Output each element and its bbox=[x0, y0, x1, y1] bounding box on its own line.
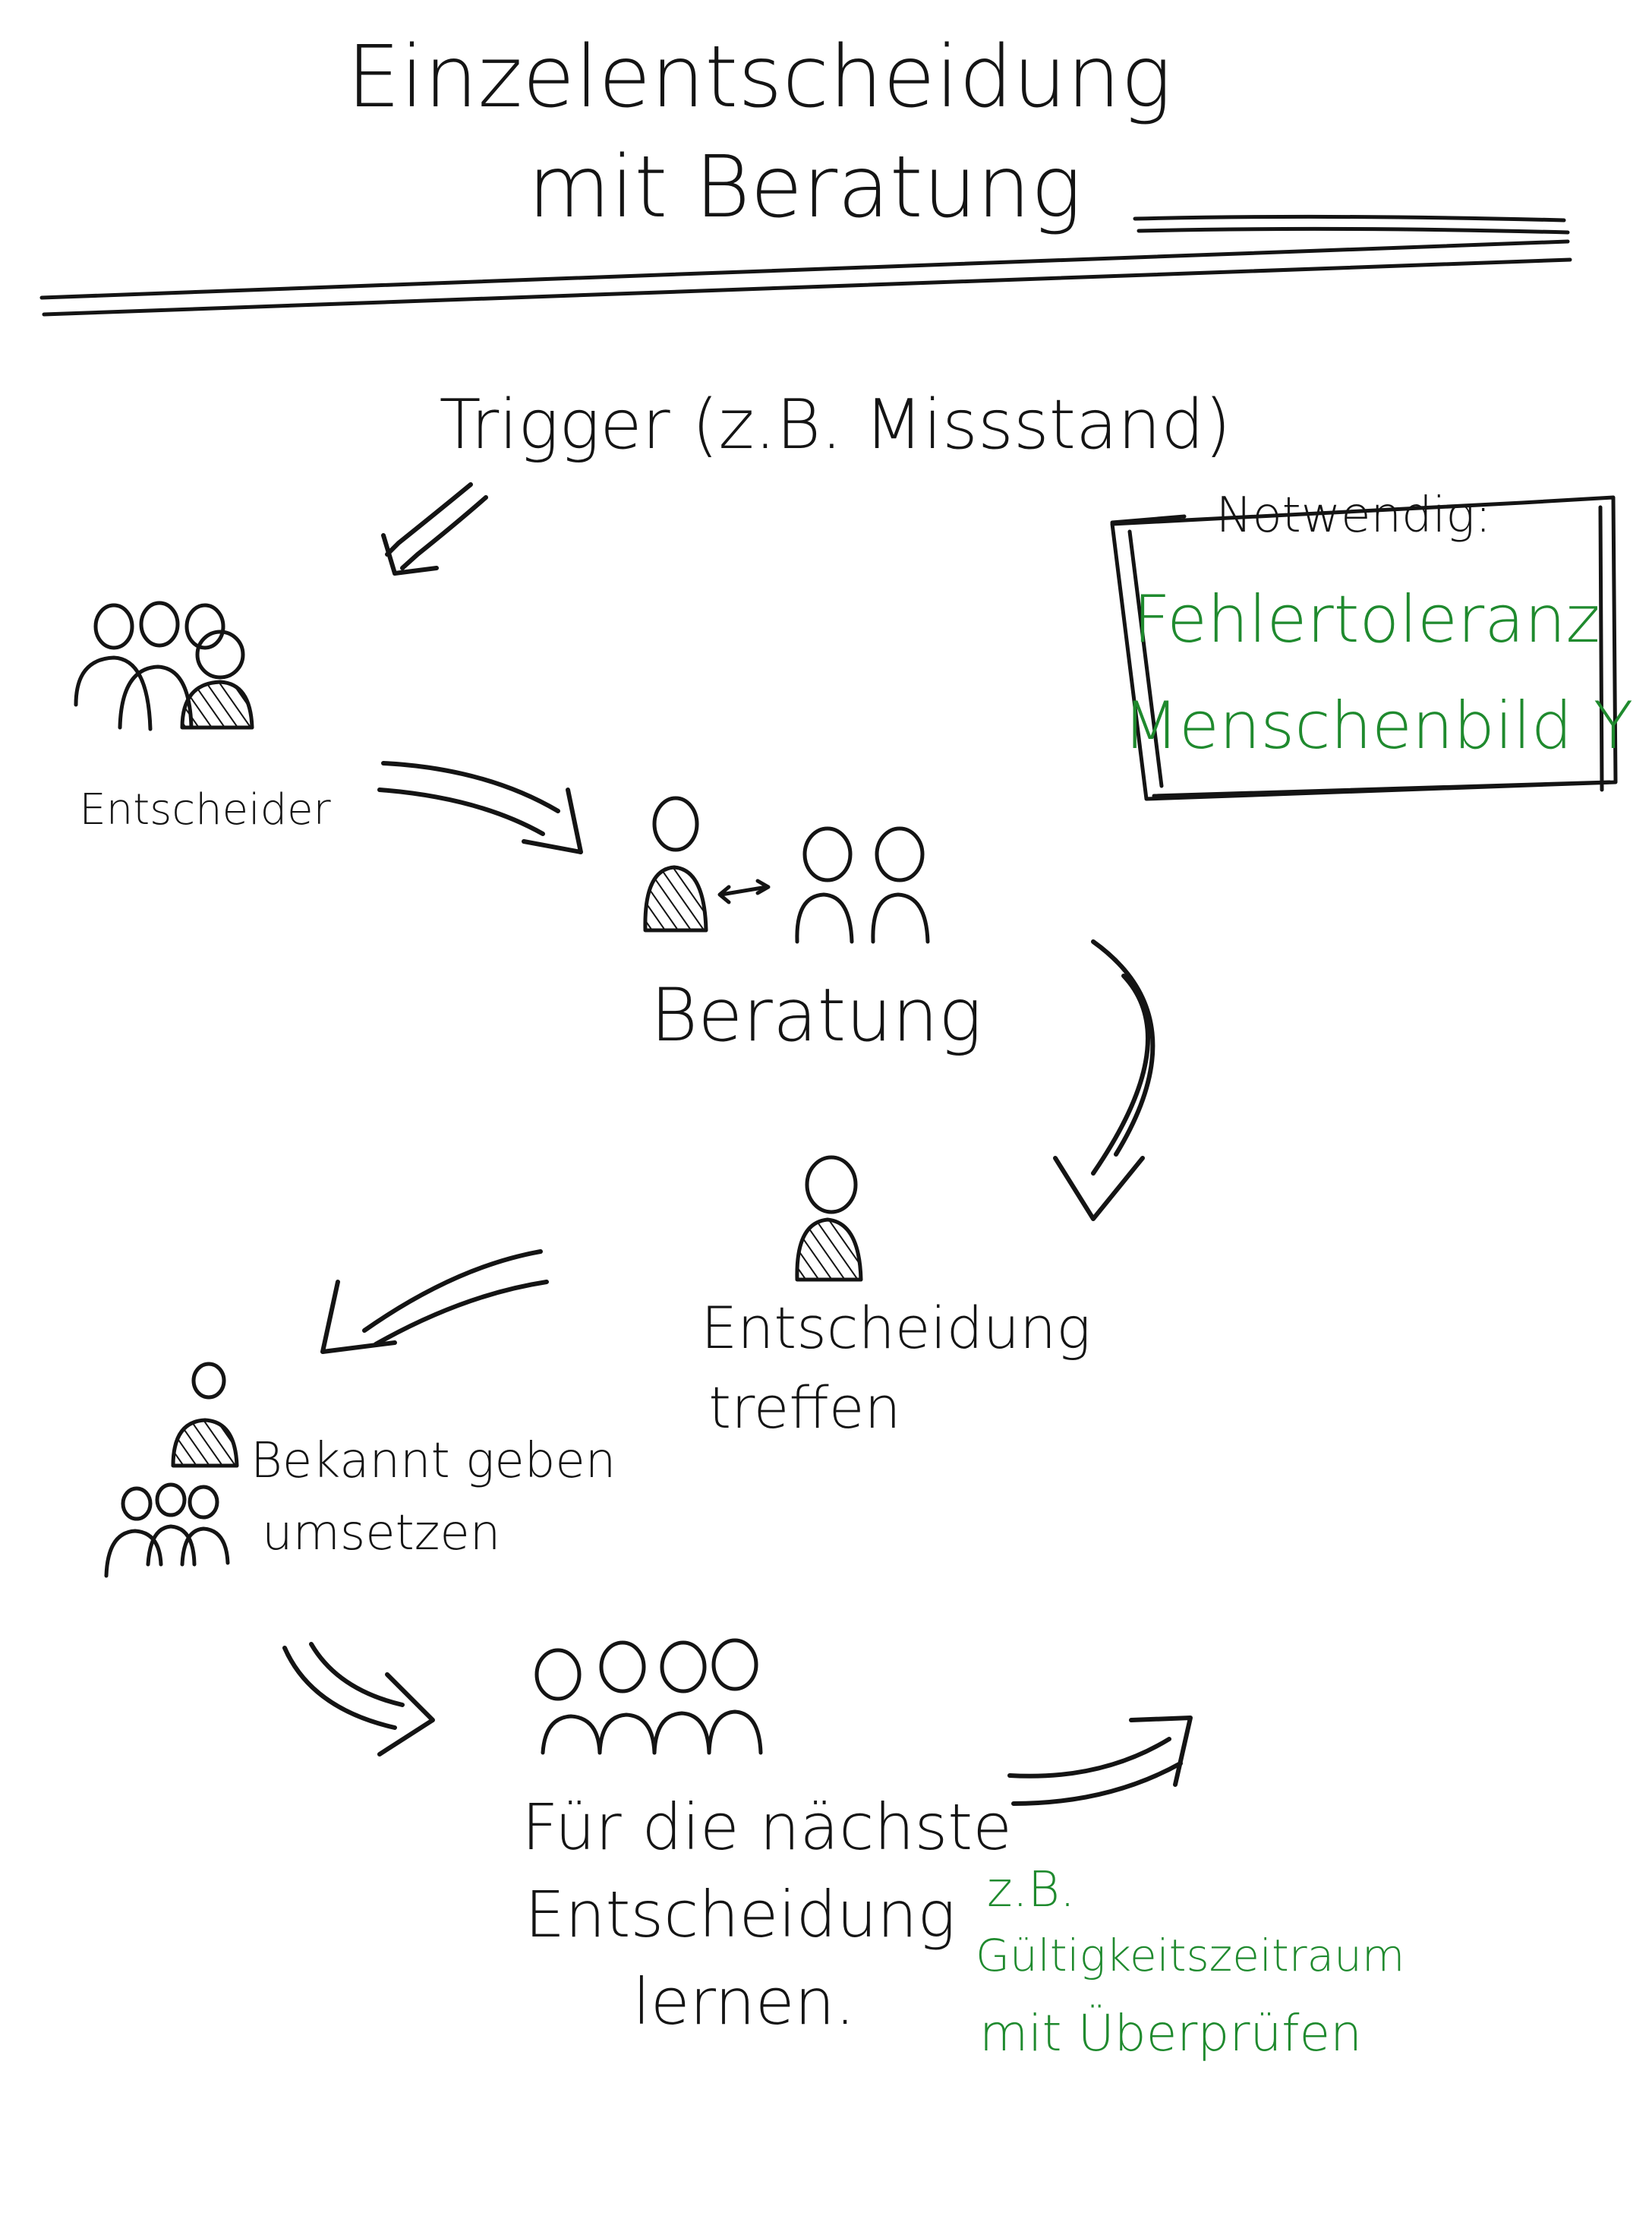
requirement-item-1: Fehlertoleranz bbox=[1133, 582, 1600, 658]
people-group-icon bbox=[74, 601, 254, 731]
note-line-3: mit Überprüfen bbox=[979, 2004, 1362, 2063]
title-line-1: Einzelentscheidung bbox=[347, 28, 1172, 127]
advisors-icon bbox=[795, 826, 930, 944]
arrow-icon bbox=[1007, 1716, 1193, 1806]
announce-label-line-2: umsetzen bbox=[262, 1505, 500, 1561]
deciders-label: Entscheider bbox=[79, 785, 330, 835]
decider-person-icon bbox=[795, 1155, 863, 1282]
team-icon bbox=[104, 1482, 230, 1578]
announcer-icon bbox=[171, 1362, 239, 1468]
learn-label-line-1: Für die nächste bbox=[522, 1790, 1012, 1864]
requirements-heading: Notwendig: bbox=[1216, 488, 1492, 544]
arrow-icon bbox=[320, 1249, 549, 1354]
consultation-label: Beratung bbox=[650, 973, 982, 1058]
arrow-icon bbox=[1053, 939, 1155, 1221]
note-line-2: Gültigkeitszeitraum bbox=[976, 1930, 1405, 1981]
decision-label-line-2: treffen bbox=[708, 1374, 900, 1441]
trigger-label: Trigger (z.B. Missstand) bbox=[440, 385, 1231, 465]
title-underline bbox=[39, 214, 1572, 317]
title-line-2: mit Beratung bbox=[528, 138, 1082, 237]
note-line-1: z.B. bbox=[987, 1862, 1075, 1918]
arrow-icon bbox=[381, 482, 488, 576]
announce-label-line-1: Bekannt geben bbox=[251, 1433, 616, 1489]
team-icon bbox=[534, 1638, 763, 1755]
learn-label-line-2: Entscheidung bbox=[525, 1877, 956, 1952]
person-consulting-icon bbox=[643, 796, 771, 933]
requirements-box bbox=[1110, 495, 1618, 801]
requirement-item-2: Menschenbild Y bbox=[1123, 688, 1633, 764]
decision-label-line-1: Entscheidung bbox=[701, 1294, 1091, 1362]
arrow-icon bbox=[282, 1642, 435, 1757]
learn-label-line-3: lernen. bbox=[633, 1965, 856, 2039]
arrow-icon bbox=[377, 761, 583, 854]
